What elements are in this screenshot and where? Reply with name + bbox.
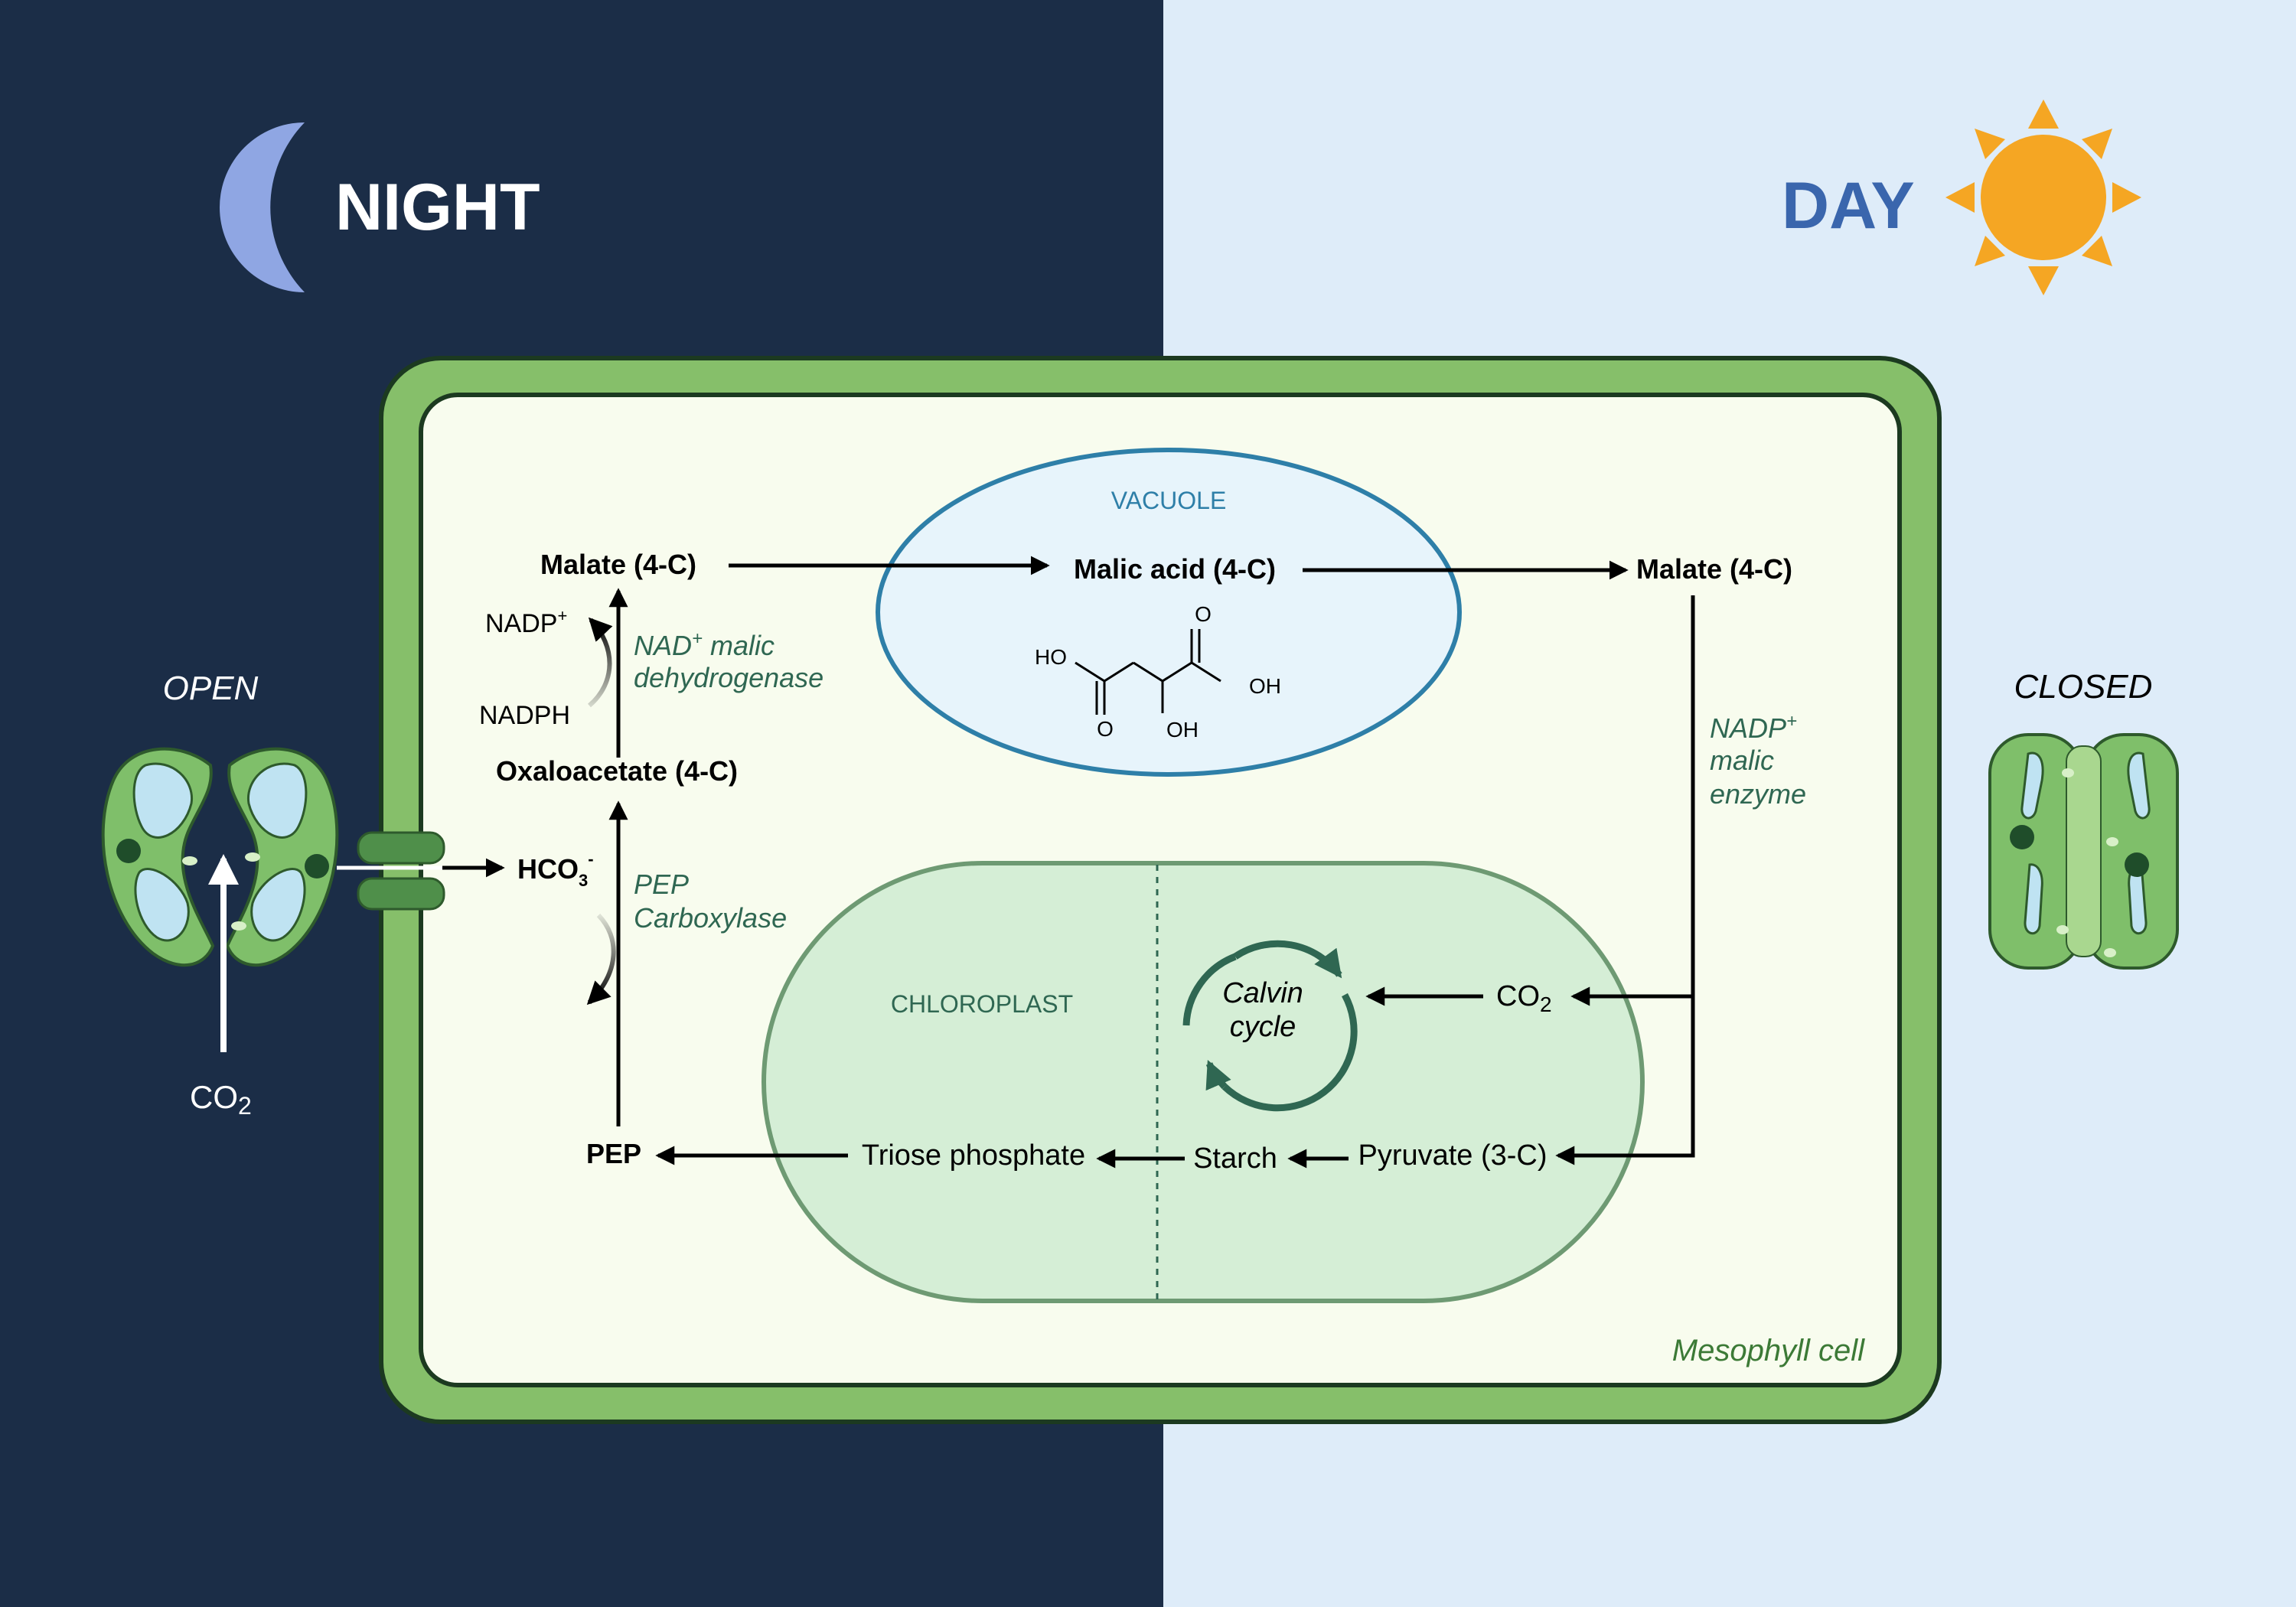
triose-phosphate: Triose phosphate <box>862 1139 1085 1172</box>
night-label: NIGHT <box>335 171 540 244</box>
nadp-malic-enzyme-line2: malic <box>1710 745 1774 776</box>
molecule-ho: HO <box>1035 645 1067 669</box>
membrane-channel-icon <box>357 831 445 911</box>
pathway-arrows <box>337 556 1695 1169</box>
pep-carboxylase-line1: PEP <box>634 869 689 900</box>
nad-malic-dehydrogenase-line1: NAD+ malic <box>634 628 775 661</box>
stomata-closed-label: CLOSED <box>2014 668 2153 706</box>
stomata-open-label: OPEN <box>163 670 259 707</box>
chloroplast-label: CHLOROPLAST <box>891 990 1073 1018</box>
molecule-o-top: O <box>1195 602 1212 626</box>
pep-carboxylase-line2: Carboxylase <box>634 902 787 934</box>
nad-malic-dehydrogenase-line2: dehydrogenase <box>634 662 823 693</box>
nadp-malic-enzyme-line1: NADP+ <box>1710 711 1797 744</box>
malate-night: Malate (4-C) <box>540 549 696 580</box>
chloroplast-co2: CO2 <box>1496 980 1552 1016</box>
vacuole <box>876 448 1462 777</box>
calvin-cycle-icon <box>1182 940 1358 1112</box>
day-label: DAY <box>1782 169 1915 243</box>
hco3: HCO3- <box>517 849 594 890</box>
curve-arrow-carboxylase <box>586 913 616 1006</box>
malic-acid-structure <box>1075 629 1221 715</box>
open-stomata-icon <box>101 747 339 967</box>
nadp-plus: NADP+ <box>485 606 567 638</box>
vacuole-label: VACUOLE <box>1111 487 1227 514</box>
mesophyll-cell-label: Mesophyll cell <box>1672 1334 1865 1367</box>
molecule-o-bottom: O <box>1097 717 1114 741</box>
closed-stomata-icon <box>1988 733 2179 970</box>
malic-acid: Malic acid (4-C) <box>1074 553 1276 585</box>
chloroplast <box>762 861 1645 1303</box>
arrow-malate-to-pyruvate <box>1555 595 1695 1165</box>
moon-icon <box>220 122 305 292</box>
nadp-malic-enzyme-line3: enzyme <box>1710 778 1806 810</box>
pep: PEP <box>586 1138 641 1169</box>
nadph: NADPH <box>479 701 570 730</box>
curve-arrow-nadph <box>588 617 613 708</box>
stomata-co2: CO2 <box>190 1079 252 1120</box>
calvin-cycle-line1: Calvin <box>1222 977 1303 1009</box>
oxaloacetate: Oxaloacetate (4-C) <box>496 755 738 787</box>
pyruvate: Pyruvate (3-C) <box>1358 1139 1547 1172</box>
molecule-oh-bottom: OH <box>1166 718 1199 742</box>
molecule-oh-right: OH <box>1249 674 1281 698</box>
sun-icon <box>1945 99 2141 295</box>
calvin-cycle-line2: cycle <box>1230 1011 1296 1043</box>
starch: Starch <box>1193 1143 1277 1175</box>
malate-day: Malate (4-C) <box>1636 553 1792 585</box>
